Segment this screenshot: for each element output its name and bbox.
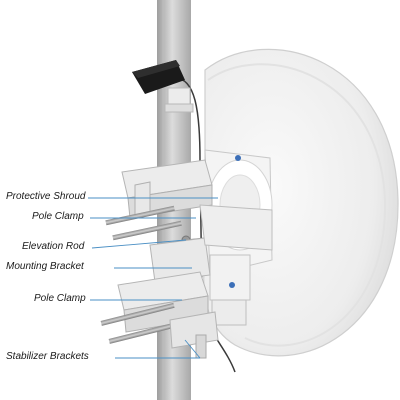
label-mounting-bracket: Mounting Bracket [6, 261, 84, 272]
top-accessory-device [132, 60, 194, 113]
upper-clamp-rods [105, 205, 182, 241]
label-protective-shroud: Protective Shroud [6, 191, 86, 202]
upper-pole-clamp [121, 159, 213, 219]
lower-pole-clamp [100, 271, 209, 344]
callout-leader-lines [88, 197, 218, 359]
label-pole-clamp-lower: Pole Clamp [34, 293, 86, 304]
label-stabilizer-brackets: Stabilizer Brackets [6, 351, 89, 362]
stabilizer-bracket-parts [169, 311, 219, 359]
mounting-bracket-part [149, 204, 273, 283]
label-pole-clamp-upper: Pole Clamp [32, 211, 84, 222]
label-elevation-rod: Elevation Rod [22, 241, 85, 252]
antenna-cable [174, 77, 236, 373]
